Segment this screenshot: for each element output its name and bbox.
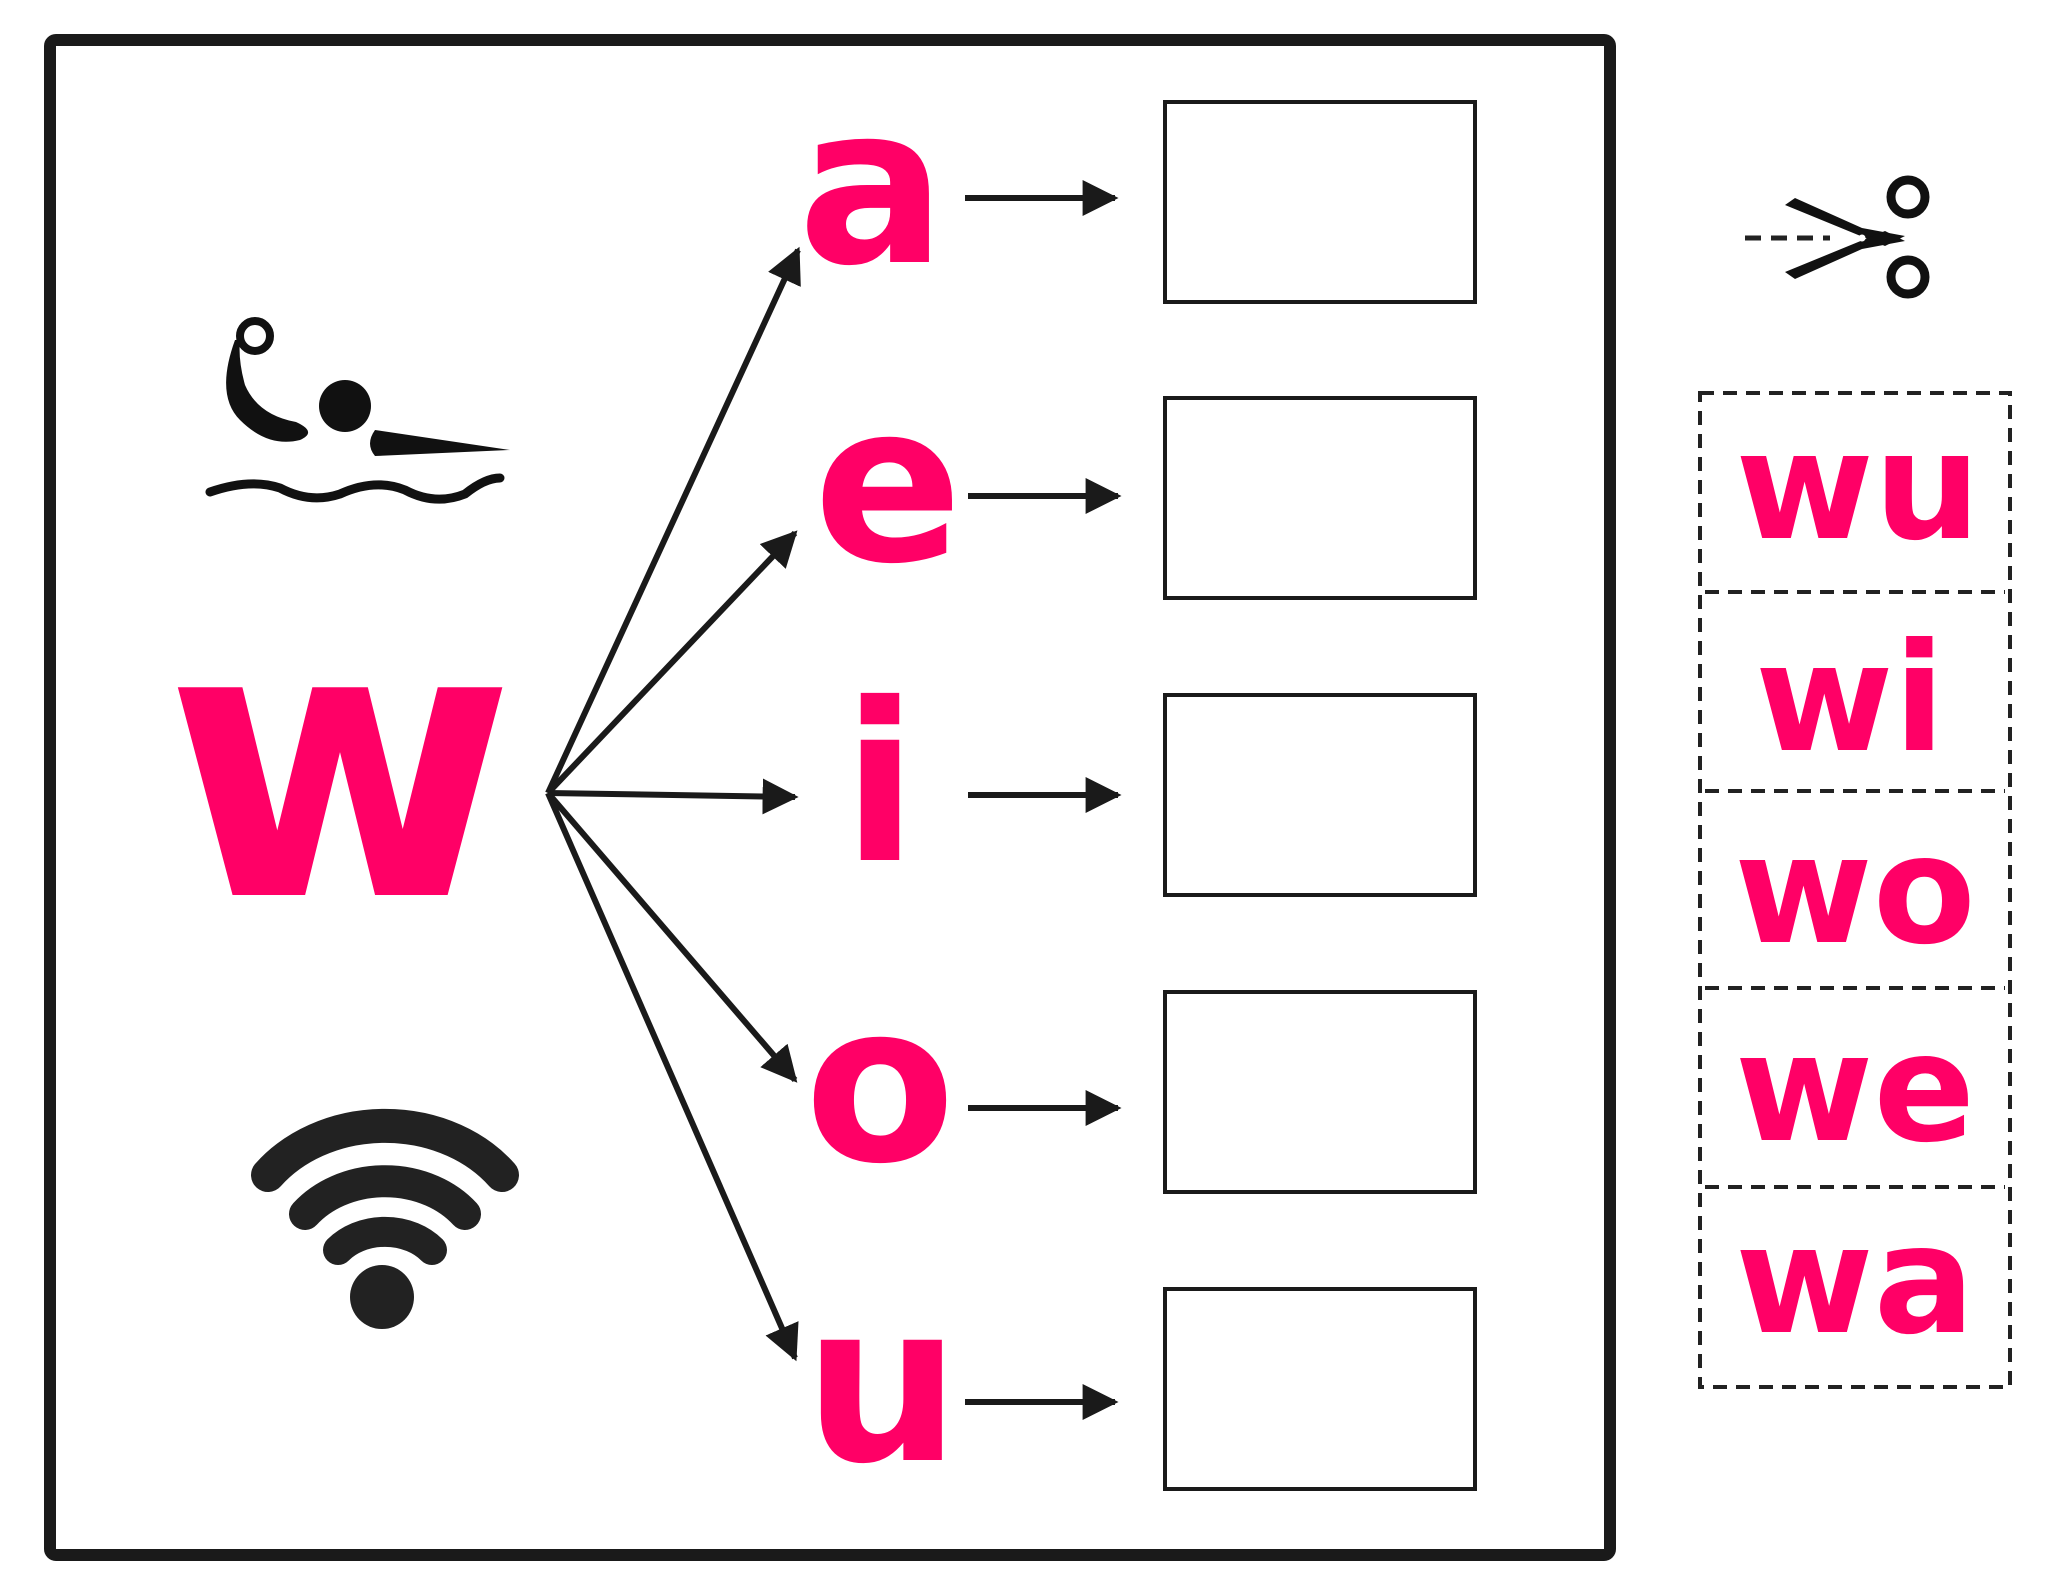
- cutout-syllable-wa[interactable]: wa: [1735, 1194, 1975, 1368]
- answer-boxes: [1163, 100, 1477, 1491]
- vowel-e: e: [813, 356, 962, 612]
- answer-box-i[interactable]: [1163, 693, 1477, 897]
- answer-box-o[interactable]: [1163, 990, 1477, 1194]
- answer-box-a[interactable]: [1163, 100, 1477, 304]
- answer-box-e[interactable]: [1163, 396, 1477, 600]
- cutout-syllable-wu[interactable]: wu: [1735, 400, 1980, 574]
- vowel-o: o: [804, 956, 955, 1212]
- cutout-syllable-wi[interactable]: wi: [1755, 612, 1945, 786]
- vowel-u: u: [804, 1256, 961, 1512]
- swimmer-icon: [205, 317, 510, 504]
- worksheet-frame: [44, 34, 1616, 1561]
- cutout-syllable-wo[interactable]: wo: [1734, 804, 1976, 978]
- scissors-icon: [1745, 175, 1930, 299]
- fan-arrow-u: [545, 791, 799, 1362]
- cutout-syllable-we[interactable]: we: [1735, 1002, 1975, 1176]
- fan-arrow-a: [545, 246, 801, 795]
- fan-arrow-o: [545, 791, 798, 1083]
- fan-arrow-e: [545, 530, 798, 796]
- fan-arrows: [545, 246, 801, 1362]
- answer-box-u[interactable]: [1163, 1287, 1477, 1491]
- consonant-letter: w: [164, 542, 515, 985]
- vowel-a: a: [798, 58, 946, 314]
- fan-arrow-i: [547, 778, 799, 815]
- wifi-icon: [251, 1108, 519, 1329]
- cutout-strip-border: [1698, 391, 2012, 1389]
- answer-arrows: [965, 180, 1122, 1420]
- vowel-i: i: [842, 656, 917, 912]
- cutout-strip: [1698, 391, 2012, 1389]
